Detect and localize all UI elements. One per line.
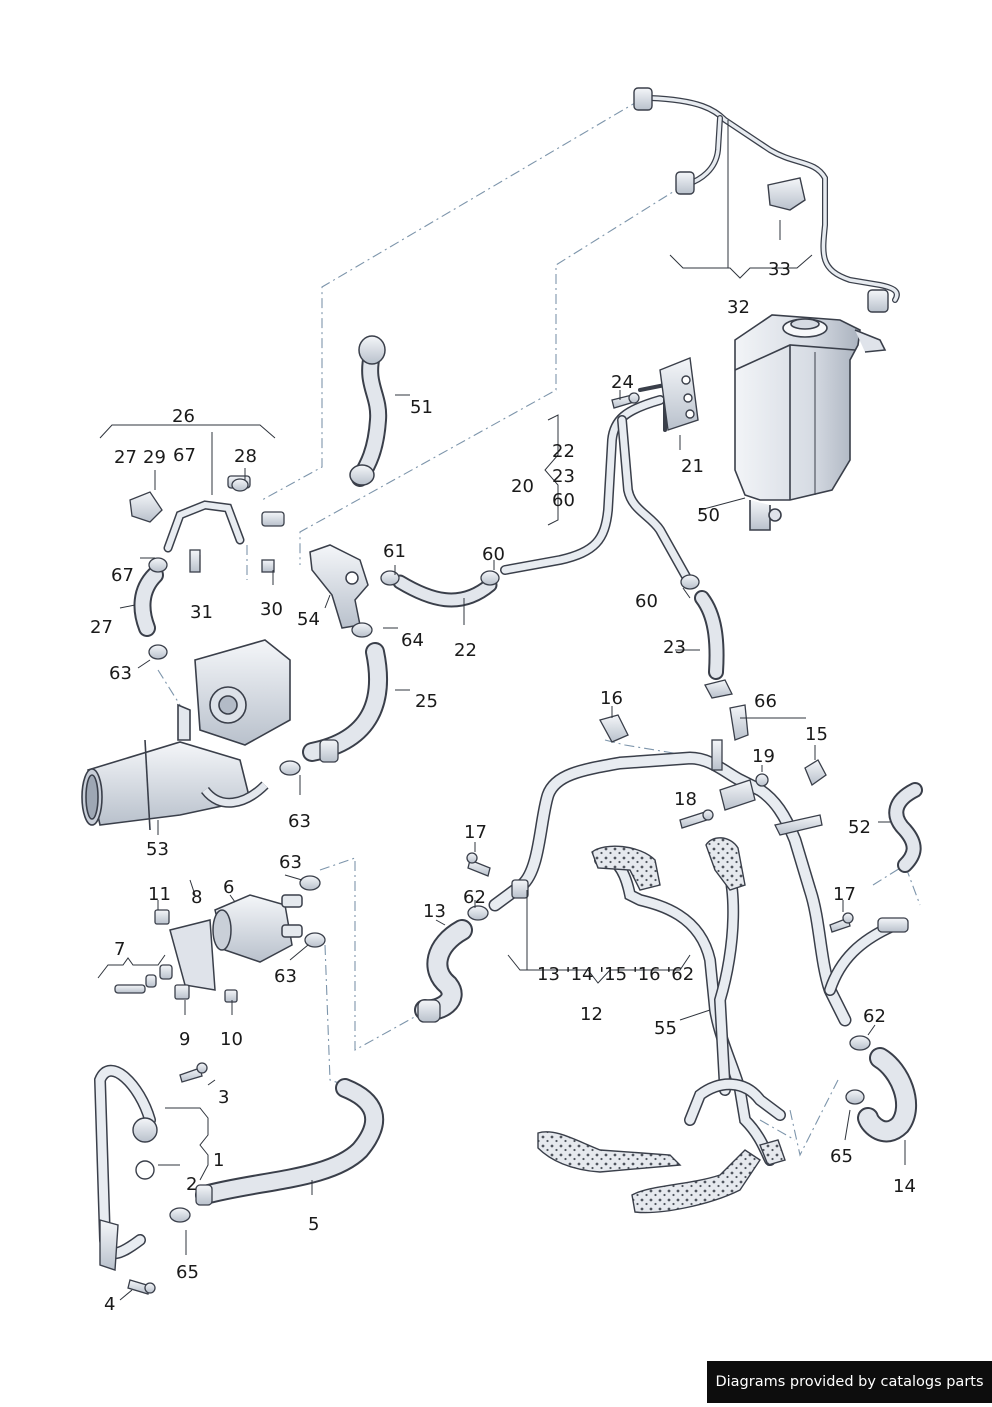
fasteners xyxy=(127,392,854,1295)
coolant-pump-6 xyxy=(169,894,303,991)
label-17a: 17 xyxy=(464,822,487,843)
hose-14 xyxy=(857,1047,918,1143)
hose-27 xyxy=(133,566,164,637)
label-23a: 23 xyxy=(552,466,575,487)
label-4: 4 xyxy=(104,1294,115,1315)
hose-5 xyxy=(195,1078,385,1205)
label-20: 20 xyxy=(511,476,534,497)
label-51: 51 xyxy=(410,397,433,418)
label-2: 2 xyxy=(186,1174,197,1195)
label-27b: 27 xyxy=(90,617,113,638)
label-32: 32 xyxy=(727,297,750,318)
pipe-12-brackets xyxy=(511,739,909,933)
label-29: 29 xyxy=(143,447,166,468)
hose-13 xyxy=(414,919,473,1022)
label-24: 24 xyxy=(611,372,634,393)
dashdot-leaders xyxy=(157,99,921,1157)
label-66: 66 xyxy=(754,691,777,712)
label-60c: 60 xyxy=(635,591,658,612)
label-52: 52 xyxy=(848,817,871,838)
label-54: 54 xyxy=(297,609,320,630)
leader-lines xyxy=(97,120,906,1301)
label-67b: 67 xyxy=(111,565,134,586)
label-21: 21 xyxy=(681,456,704,477)
label-50: 50 xyxy=(697,505,720,526)
pipe-1-parts xyxy=(99,1117,158,1271)
label-60a: 60 xyxy=(552,490,575,511)
label-1: 1 xyxy=(213,1150,224,1171)
label-67a: 67 xyxy=(173,445,196,466)
label-62b: 62 xyxy=(863,1006,886,1027)
label-63a: 63 xyxy=(109,663,132,684)
label-13: 13 xyxy=(423,901,446,922)
pipe-harness-55 xyxy=(594,844,786,1166)
label-8: 8 xyxy=(191,887,202,908)
hose-22 xyxy=(392,574,498,608)
label-63d: 63 xyxy=(274,966,297,987)
hose-23 xyxy=(694,590,725,680)
label-9: 9 xyxy=(179,1029,190,1050)
label-7: 7 xyxy=(114,939,125,960)
label-14: 14 xyxy=(893,1176,916,1197)
harness-connectors xyxy=(633,87,889,313)
label-53: 53 xyxy=(146,839,169,860)
label-26: 26 xyxy=(172,406,195,427)
label-55: 55 xyxy=(654,1018,677,1039)
label-23b: 23 xyxy=(663,637,686,658)
label-22b: 22 xyxy=(454,640,477,661)
label-18: 18 xyxy=(674,789,697,810)
flange-21 xyxy=(659,357,699,431)
pipe-1 xyxy=(93,1064,156,1260)
hose-51-ends xyxy=(349,335,386,486)
wiring-harness xyxy=(647,95,900,303)
label-65a: 65 xyxy=(830,1146,853,1167)
label-60b: 60 xyxy=(482,544,505,565)
label-19: 19 xyxy=(752,746,775,767)
label-30: 30 xyxy=(260,599,283,620)
label-63c: 63 xyxy=(279,852,302,873)
label-16: 16 xyxy=(600,688,623,709)
hose-52 xyxy=(888,782,923,873)
label-27a: 27 xyxy=(114,447,137,468)
egr-cooler xyxy=(81,639,291,831)
label-17b: 17 xyxy=(833,884,856,905)
label-61: 61 xyxy=(383,541,406,562)
callout-labels: 1 2 3 4 5 6 7 8 9 10 11 12 13 14 16 15 1… xyxy=(90,259,916,1315)
pipe-assembly xyxy=(500,382,693,585)
label-12: 12 xyxy=(580,1004,603,1025)
hose-25 xyxy=(302,642,388,762)
attribution-footer: Diagrams provided by catalogs parts xyxy=(707,1361,992,1403)
hose-51 xyxy=(351,346,388,487)
expansion-tank xyxy=(734,314,887,531)
label-10: 10 xyxy=(220,1029,243,1050)
hose-clamps xyxy=(148,478,871,1223)
label-6: 6 xyxy=(223,877,234,898)
label-33: 33 xyxy=(768,259,791,280)
label-62a: 62 xyxy=(463,887,486,908)
label-25: 25 xyxy=(415,691,438,712)
pipe-26 xyxy=(163,500,245,553)
housing-54 xyxy=(309,544,369,629)
label-11: 11 xyxy=(148,884,171,905)
label-63b: 63 xyxy=(288,811,311,832)
label-3: 3 xyxy=(218,1087,229,1108)
insulated-sleeves xyxy=(537,837,786,1214)
label-64: 64 xyxy=(401,630,424,651)
clamps-left xyxy=(114,909,238,1003)
label-22a: 22 xyxy=(552,441,575,462)
label-31: 31 xyxy=(190,602,213,623)
label-65b: 65 xyxy=(176,1262,199,1283)
label-13-14-15-16-62: 13 '14 '15 '16 '62 xyxy=(537,964,694,985)
label-28: 28 xyxy=(234,446,257,467)
label-15: 15 xyxy=(805,724,828,745)
label-5: 5 xyxy=(308,1214,319,1235)
